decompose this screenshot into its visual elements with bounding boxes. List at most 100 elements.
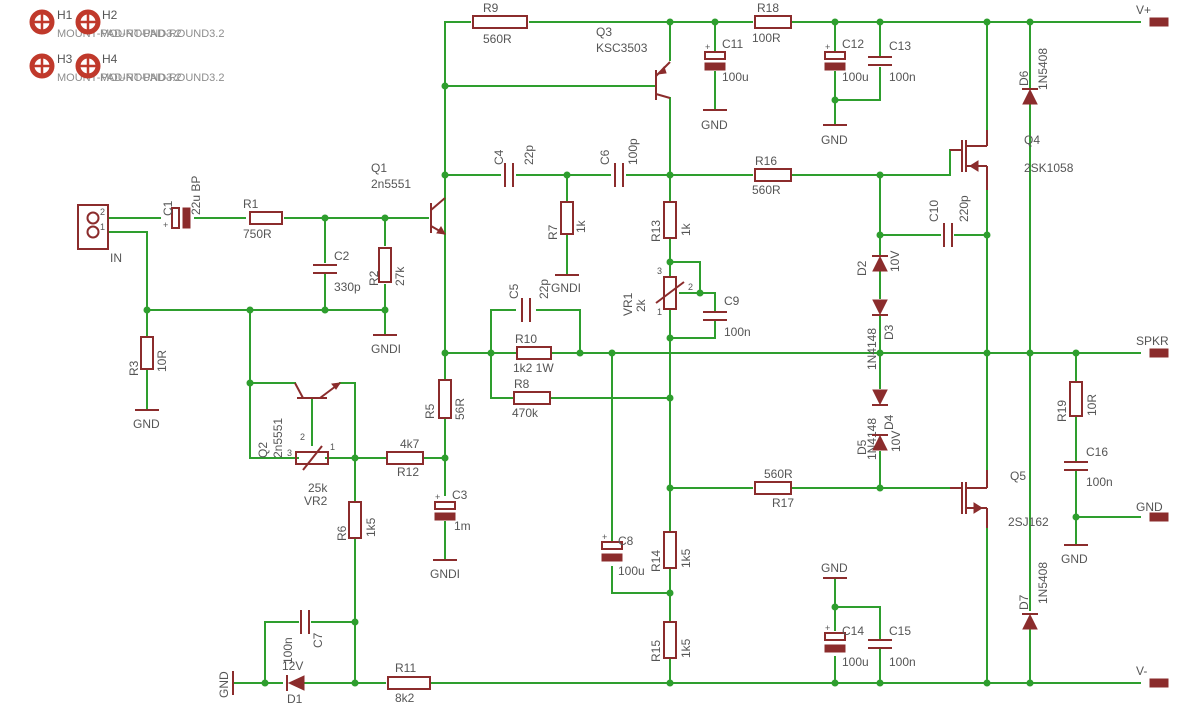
d7-name: D7 xyxy=(1017,594,1031,610)
svg-text:+: + xyxy=(825,623,830,633)
c7-value: 100n xyxy=(281,637,295,664)
r18-name: R18 xyxy=(757,1,779,15)
d2-name: D2 xyxy=(855,260,869,276)
capacitor-c16: C16 100n xyxy=(1064,445,1113,489)
diode-d3: 1N4148 D3 xyxy=(865,299,896,370)
h4-name: H4 xyxy=(102,52,118,66)
q2-value: 2n5551 xyxy=(271,418,285,458)
svg-text:+: + xyxy=(435,492,440,502)
port-gnd-right: GND xyxy=(1136,500,1169,522)
r5-name: R5 xyxy=(423,403,437,419)
d7-value: 1N5408 xyxy=(1036,562,1050,604)
r6-value: 1k5 xyxy=(364,517,378,537)
r3-value: 10R xyxy=(155,350,169,372)
c11-name: C11 xyxy=(722,37,743,51)
r5-value: 56R xyxy=(453,398,467,420)
vr1-pin2: 2 xyxy=(688,282,693,292)
vplus-label: V+ xyxy=(1136,3,1151,17)
resistor-r14: R14 1k5 xyxy=(649,531,693,572)
vr2-value: 25k xyxy=(308,481,328,495)
gndi-r7-label: GNDI xyxy=(551,281,581,295)
r10-value: 1k2 1W xyxy=(513,361,554,375)
capacitor-c6: C6 100p xyxy=(598,138,640,187)
r9-value: 560R xyxy=(483,32,512,46)
c2-name: C2 xyxy=(334,249,350,263)
h3-name: H3 xyxy=(57,52,73,66)
transistor-q3: Q3 KSC3503 xyxy=(596,25,671,100)
capacitor-c11: + C11 100u xyxy=(704,37,749,84)
h2-value: MOUNT-PAD-ROUND3.2 xyxy=(100,28,224,40)
resistor-r19: R19 10R xyxy=(1055,381,1099,422)
gnd-left-label: GND xyxy=(217,671,231,698)
h4-value: MOUNT-PAD-ROUND3.2 xyxy=(100,72,224,84)
capacitor-c9: C9 100n xyxy=(703,294,751,339)
gnd-symbol-c16: GND xyxy=(1061,544,1088,566)
transistor-q1: Q1 2n5551 xyxy=(371,161,446,235)
port-vplus: V+ xyxy=(1136,3,1169,27)
gndi-symbol-r2: GNDI xyxy=(371,334,401,356)
capacitor-c3: + C3 1m xyxy=(434,488,471,533)
capacitor-c15: C15 100n xyxy=(868,624,916,669)
capacitor-c4: C4 22p xyxy=(492,145,536,187)
capacitor-c10: C10 220p xyxy=(927,195,971,247)
resistor-r17: 560R R17 xyxy=(754,467,794,510)
resistor-r18: R18 100R xyxy=(752,1,792,45)
gnd-r3-label: GND xyxy=(133,417,160,431)
r6-name: R6 xyxy=(335,525,349,541)
d2-value: 10V xyxy=(888,251,902,272)
d3-value: 1N4148 xyxy=(865,328,879,370)
resistor-r9: R9 560R xyxy=(472,1,528,46)
c9-value: 100n xyxy=(724,325,751,339)
vminus-label: V- xyxy=(1136,664,1147,678)
r11-value: 8k2 xyxy=(395,691,415,705)
q2-name: Q2 xyxy=(256,442,270,458)
d6-value: 1N5408 xyxy=(1036,48,1050,90)
c1-value: 22u BP xyxy=(189,176,203,215)
q5-name: Q5 xyxy=(1010,469,1026,483)
c16-name: C16 xyxy=(1086,445,1108,459)
vr1-name: VR1 xyxy=(621,292,635,316)
capacitor-c2: C2 330p xyxy=(313,249,361,294)
gnd-right-label: GND xyxy=(1136,500,1163,514)
c6-name: C6 xyxy=(598,149,612,165)
q2-pin2: 2 xyxy=(300,432,305,442)
d4-name: D4 xyxy=(882,414,896,430)
r19-value: 10R xyxy=(1085,394,1099,416)
mosfet-q4: Q4 2SK1058 xyxy=(950,130,1074,190)
c11-value: 100u xyxy=(722,70,749,84)
c10-name: C10 xyxy=(927,200,941,222)
svg-text:+: + xyxy=(825,42,830,52)
q4-value: 2SK1058 xyxy=(1024,161,1074,175)
resistor-r10: R10 1k2 1W xyxy=(513,332,554,375)
h1-name: H1 xyxy=(57,8,73,22)
capacitor-c5: C5 22p xyxy=(507,279,551,322)
capacitor-c12: + C12 100u xyxy=(824,37,869,84)
resistor-r1: R1 750R xyxy=(243,197,283,241)
resistor-r3: R3 10R xyxy=(127,336,169,376)
r14-name: R14 xyxy=(649,550,663,572)
q3-value: KSC3503 xyxy=(596,41,648,55)
resistor-r11: R11 8k2 xyxy=(387,661,431,705)
port-spkr: SPKR xyxy=(1136,334,1169,358)
h2-name: H2 xyxy=(102,8,118,22)
vr2-name: VR2 xyxy=(304,494,328,508)
r2-value: 27k xyxy=(393,266,407,286)
gnd-symbol-left: GND xyxy=(217,671,234,698)
zener-d2: D2 10V xyxy=(855,251,902,276)
r1-name: R1 xyxy=(243,197,259,211)
q5-value: 2SJ162 xyxy=(1008,515,1049,529)
r18-value: 100R xyxy=(752,31,781,45)
d5-name: D5 xyxy=(855,439,869,455)
c1-name: C1 xyxy=(161,200,175,216)
r12-value: 4k7 xyxy=(400,437,420,451)
svg-text:+: + xyxy=(602,532,607,542)
q3-name: Q3 xyxy=(596,25,612,39)
gndi-symbol-r7: GNDI xyxy=(551,274,581,295)
r11-name: R11 xyxy=(395,661,416,675)
c2-value: 330p xyxy=(334,280,361,294)
input-label: IN xyxy=(110,251,122,265)
c6-value: 100p xyxy=(626,138,640,165)
resistor-r6: R6 1k5 xyxy=(335,501,378,541)
q2-pin3: 3 xyxy=(287,448,292,458)
trimmer-vr1: 3 2 1 VR1 2k xyxy=(621,266,693,317)
